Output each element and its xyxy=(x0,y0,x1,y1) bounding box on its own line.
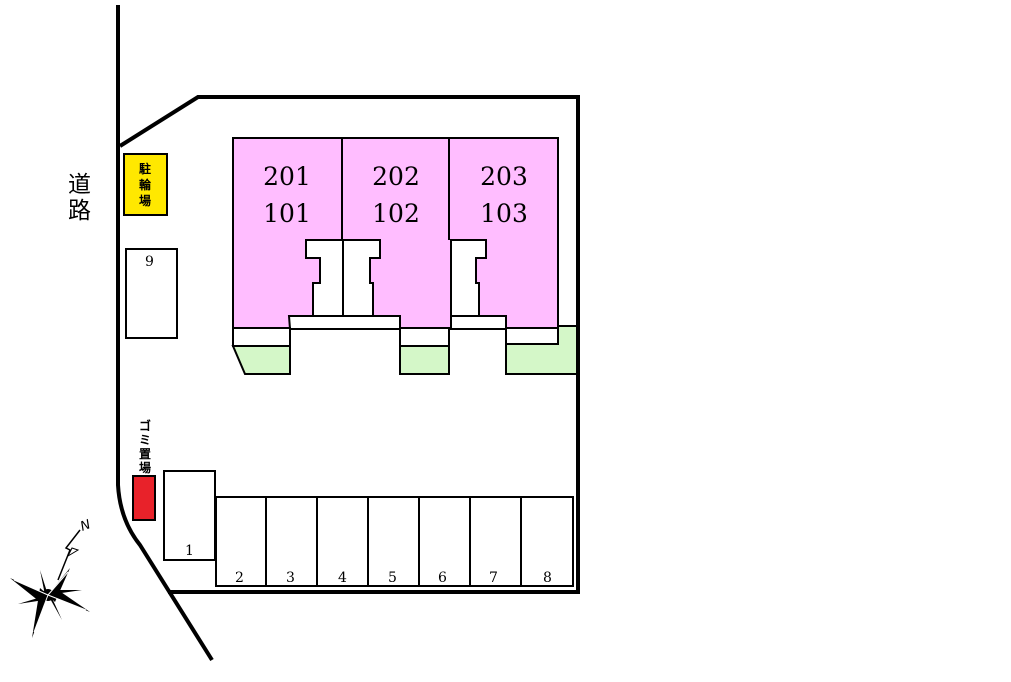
road-edge-line xyxy=(116,5,214,662)
building-footprint xyxy=(232,137,559,329)
building-notch xyxy=(450,315,507,330)
north-arrow-icon xyxy=(57,529,81,581)
bicycle-parking-area xyxy=(123,153,168,216)
parking-space-label: 9 xyxy=(145,254,154,270)
garden-plot xyxy=(505,325,578,375)
bicycle-parking-char: 駐 xyxy=(139,161,151,176)
bicycle-parking: 駐 輪 場 xyxy=(123,153,168,216)
compass-north-label: N xyxy=(79,517,94,535)
parking-space-label: 4 xyxy=(338,570,347,586)
compass-star-icon xyxy=(10,568,90,638)
garbage-area-box xyxy=(132,475,156,521)
parking-space-label: 6 xyxy=(438,570,447,586)
garbage-area-char: ミ xyxy=(139,433,151,447)
parking-space-9: 9 xyxy=(125,248,178,339)
parking-row: 2 3 4 5 6 7 8 xyxy=(215,496,574,587)
parking-space-label: 5 xyxy=(388,570,397,586)
parking-space-label: 2 xyxy=(235,570,244,586)
garden-plot xyxy=(399,345,450,375)
parking-space-label: 8 xyxy=(543,570,552,586)
parking-space-label: 1 xyxy=(185,543,194,559)
road-label: 道 路 xyxy=(68,172,91,224)
parking-space-label: 3 xyxy=(286,570,295,586)
parking-space-9-outline xyxy=(125,248,178,339)
unit-203-label: 203 xyxy=(480,162,528,191)
parking-row-outline xyxy=(215,496,574,587)
garbage-area-char: 場 xyxy=(139,460,151,475)
garbage-area-char: ゴ xyxy=(139,418,151,433)
unit-202-label: 202 xyxy=(372,162,420,191)
garbage-area-char: 置 xyxy=(139,447,151,461)
parking-space-label: 7 xyxy=(489,570,498,586)
bicycle-parking-char: 場 xyxy=(139,193,151,208)
road-label-char: 道 xyxy=(68,172,91,198)
building-notch xyxy=(287,315,401,330)
site-boundary xyxy=(118,95,580,594)
unit-102-label: 102 xyxy=(372,199,420,228)
parking-space-1: 1 xyxy=(163,470,216,561)
road-label-char: 路 xyxy=(68,198,91,224)
unit-103-label: 103 xyxy=(480,199,528,228)
garbage-area: ゴ ミ 置 場 xyxy=(132,418,156,521)
yard-strip xyxy=(505,327,559,345)
bicycle-parking-char: 輪 xyxy=(139,177,152,192)
yard-strip xyxy=(399,327,450,347)
compass-rose: N xyxy=(10,517,93,638)
apartment-building: 201 101 202 102 203 103 xyxy=(232,137,559,330)
garden-area xyxy=(231,325,578,375)
garden-plot xyxy=(231,345,291,375)
unit-101-label: 101 xyxy=(263,199,311,228)
unit-201-label: 201 xyxy=(263,162,311,191)
yard-strip xyxy=(232,327,291,347)
